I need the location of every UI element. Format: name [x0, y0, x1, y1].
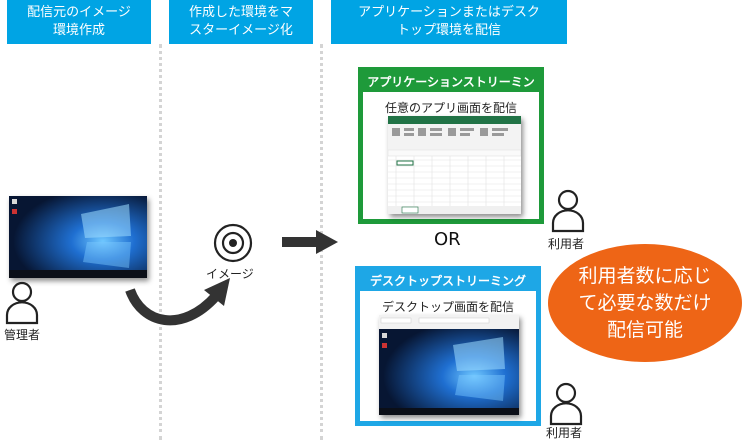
callout-line: 利用者数に応じ — [578, 264, 712, 287]
desktop-window — [379, 315, 519, 415]
callout-line: 配信可能 — [606, 318, 683, 341]
taskbar — [9, 270, 147, 278]
image-label: イメージ — [206, 267, 254, 281]
source-desktop-screenshot — [9, 196, 147, 278]
user-label: 利用者 — [546, 426, 583, 440]
spreadsheet-window — [388, 116, 521, 214]
curved-arrow — [125, 278, 230, 326]
app-streaming-title: アプリケーションストリーミング — [363, 72, 539, 109]
column-header-line: 配信元のイメージ — [27, 5, 131, 20]
column-divider — [159, 44, 162, 440]
user-label: 利用者 — [548, 237, 585, 251]
column-header-line: 環境作成 — [52, 23, 105, 38]
scalability-callout: 利用者数に応じ て必要な数だけ 配信可能 — [548, 244, 742, 362]
user-person-icon — [551, 189, 585, 233]
admin-label: 管理者 — [4, 328, 41, 342]
column-header-image: 作成した環境をマ スターイメージ化 — [169, 0, 313, 44]
callout-line: て必要な数だけ — [578, 291, 712, 314]
or-label: OR — [434, 229, 461, 250]
disc-image-icon — [213, 223, 253, 263]
spreadsheet-app-screenshot — [388, 116, 521, 214]
column-header-source: 配信元のイメージ 環境作成 — [7, 0, 151, 44]
column-header-line: スターイメージ化 — [189, 23, 293, 38]
admin-person-icon — [5, 281, 39, 325]
column-header-line: 作成した環境をマ — [188, 5, 293, 20]
user-person-icon — [549, 382, 583, 426]
right-arrow — [282, 230, 338, 254]
windows-desktop-wallpaper — [9, 196, 147, 278]
column-header-delivery: アプリケーションまたはデスク トップ環境を配信 — [331, 0, 567, 44]
column-header-line: アプリケーションまたはデスク — [358, 5, 540, 20]
desktop-window-screenshot — [379, 315, 519, 415]
column-header-line: トップ環境を配信 — [396, 23, 501, 38]
desktop-streaming-subtitle: デスクトップ画面を配信 — [381, 300, 514, 314]
app-streaming-panel: アプリケーションストリーミング 任意のアプリ画面を配信 — [358, 67, 544, 224]
desktop-streaming-title: デスクトップストリーミング — [360, 271, 536, 291]
desktop-streaming-panel: デスクトップストリーミング デスクトップ画面を配信 — [355, 266, 541, 426]
app-streaming-subtitle: 任意のアプリ画面を配信 — [384, 101, 517, 115]
